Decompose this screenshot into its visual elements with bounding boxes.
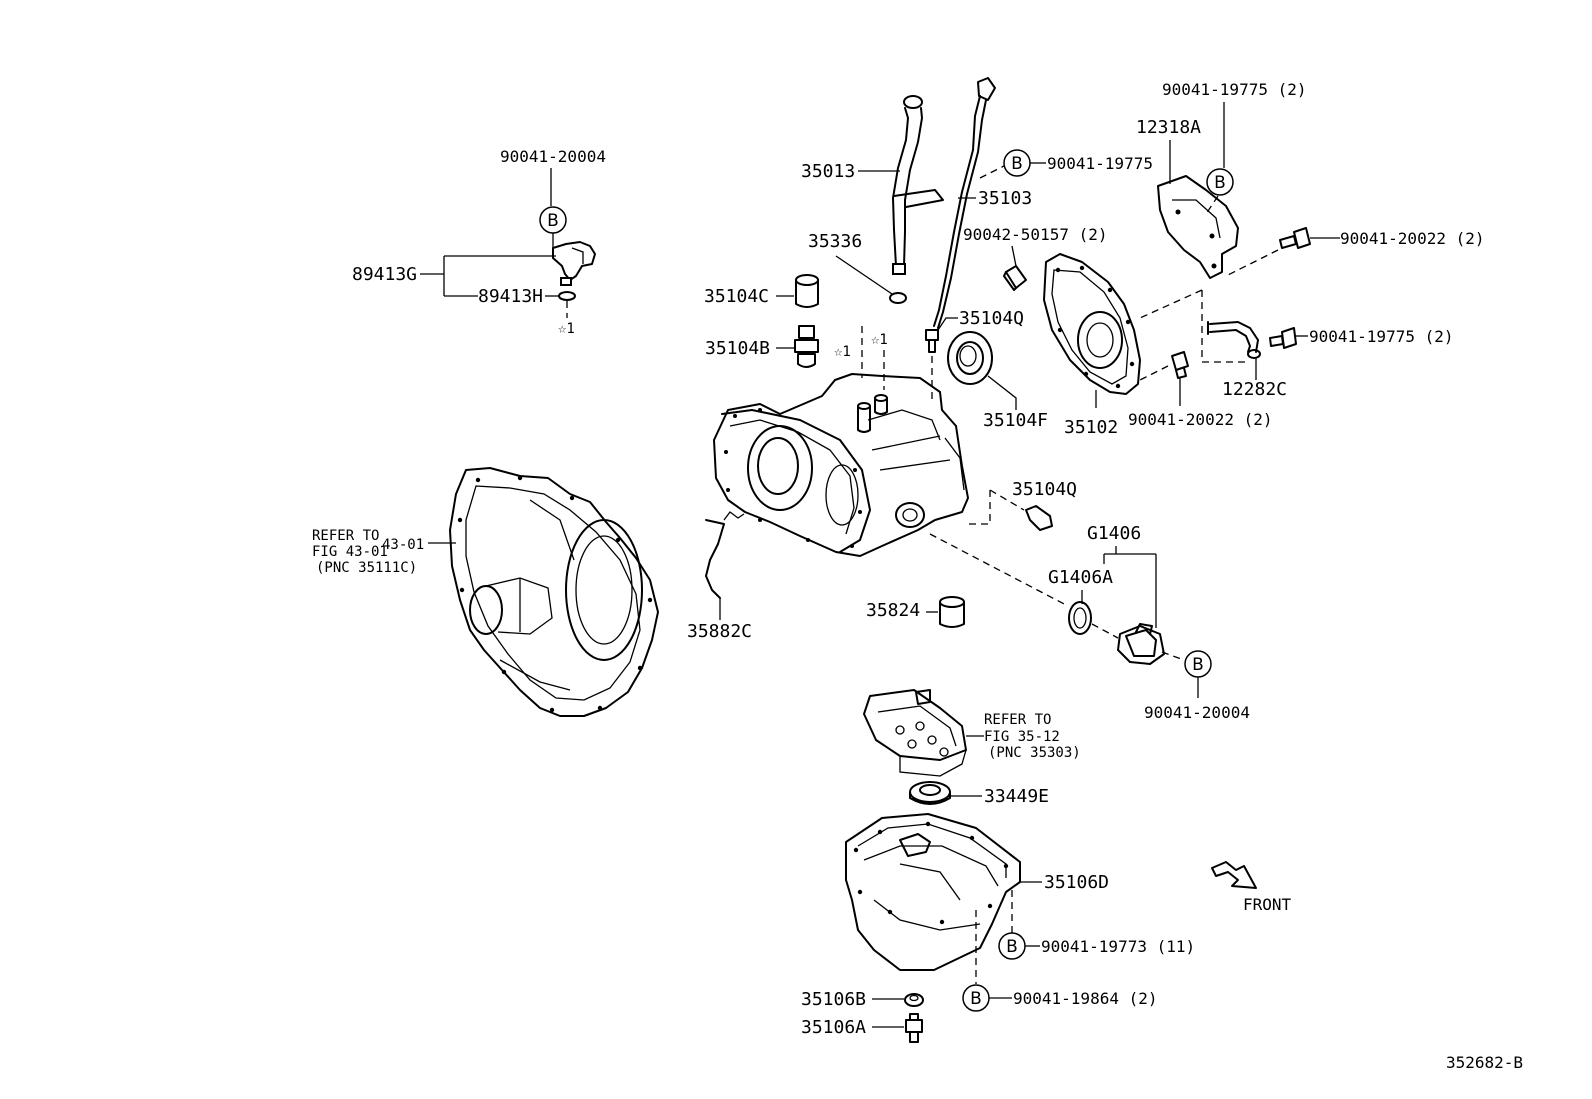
svg-text:B: B	[1192, 655, 1204, 675]
wire-35882c	[705, 511, 745, 599]
pipe-12282c	[1207, 321, 1261, 359]
bolt-35104q-top	[925, 329, 939, 353]
dipstick-35103	[933, 77, 996, 329]
bolt-90041-19775-right	[1269, 327, 1297, 349]
label-90041-19773: 90041-19773 (11)	[1041, 937, 1195, 956]
bolt-90041-20022-bot	[1171, 351, 1189, 379]
label-35106a: 35106A	[801, 1017, 866, 1038]
oil-strainer	[863, 689, 967, 777]
label-89413g: 89413G	[352, 264, 417, 285]
oil-seal-35104f	[947, 331, 993, 385]
plug-35104b	[794, 325, 819, 368]
label-front: FRONT	[1243, 895, 1292, 914]
label-35824: 35824	[866, 600, 920, 621]
oil-pan-35106d	[845, 813, 1021, 971]
bracket-12318a	[1157, 175, 1239, 279]
front-arrow-icon	[1211, 861, 1257, 889]
refer-fig-number-left: 43-01	[382, 537, 424, 553]
label-35102: 35102	[1064, 417, 1118, 438]
bubble-b-dipstick: B	[1003, 149, 1031, 177]
gasket-33449e	[909, 781, 951, 805]
label-35013: 35013	[801, 161, 855, 182]
refer-to-line3-left: (PNC 35111C)	[316, 560, 417, 576]
refer-to-line3-right: (PNC 35303)	[988, 745, 1081, 761]
bubble-b-pan-plug: B	[962, 984, 990, 1012]
bubble-b-bracket: B	[1206, 168, 1234, 196]
o-ring-g1406a	[1068, 601, 1092, 635]
label-star1-case-b: ☆1	[871, 332, 888, 348]
label-35104b: 35104B	[705, 338, 770, 359]
refer-to-line1-left: REFER TO	[312, 528, 379, 544]
label-35104q-top: 35104Q	[959, 308, 1024, 329]
label-90041-20022-bot: 90041-20022 (2)	[1128, 410, 1273, 429]
label-33449e: 33449E	[984, 786, 1049, 807]
dipstick-tube-35013	[892, 95, 944, 275]
label-35882c: 35882C	[687, 621, 752, 642]
label-90041-20004-bot: 90041-20004	[1144, 703, 1250, 722]
label-12282c: 12282C	[1222, 379, 1287, 400]
refer-to-line1-right: REFER TO	[984, 712, 1051, 728]
label-89413h: 89413H	[478, 286, 543, 307]
label-35336: 35336	[808, 231, 862, 252]
label-35104f: 35104F	[983, 410, 1048, 431]
label-35106d: 35106D	[1044, 872, 1109, 893]
label-12318a: 12318A	[1136, 117, 1201, 138]
svg-text:B: B	[970, 989, 982, 1009]
bubble-b-pan-bolts: B	[998, 932, 1026, 960]
refer-to-line2-left: FIG 43-01	[312, 544, 388, 560]
diagram-id: 352682-B	[1446, 1053, 1523, 1072]
converter-housing	[449, 467, 659, 717]
svg-text:B: B	[547, 211, 559, 231]
bubble-b-g1406: B	[1184, 650, 1212, 678]
label-90041-20004-top: 90041-20004	[500, 147, 606, 166]
side-cover-35102	[1043, 253, 1141, 395]
sleeve-35824	[939, 596, 965, 628]
label-35106b: 35106B	[801, 989, 866, 1010]
o-ring-35336	[889, 292, 907, 304]
label-g1406: G1406	[1087, 523, 1141, 544]
label-90042-50157: 90042-50157 (2)	[963, 225, 1108, 244]
gasket-35106b	[904, 993, 924, 1007]
refer-to-line2-right: FIG 35-12	[984, 729, 1060, 745]
label-35104q-mid: 35104Q	[1012, 479, 1077, 500]
label-g1406a: G1406A	[1048, 567, 1113, 588]
label-90041-20022-top: 90041-20022 (2)	[1340, 229, 1485, 248]
label-90041-19775-mid: 90041-19775	[1047, 154, 1153, 173]
label-90041-19775-top: 90041-19775 (2)	[1162, 80, 1307, 99]
plug-90042-50157	[1003, 265, 1027, 291]
sensor-89413g	[552, 241, 596, 318]
bubble-b-sensor: B	[539, 206, 567, 234]
sensor-g1406	[1117, 623, 1165, 665]
bolt-90041-20022-top	[1279, 227, 1311, 249]
svg-text:B: B	[1011, 154, 1023, 174]
drain-plug-35106a	[905, 1013, 923, 1043]
label-star1-sensor: ☆1	[558, 321, 575, 337]
svg-text:B: B	[1214, 173, 1226, 193]
svg-text:B: B	[1006, 937, 1018, 957]
label-star1-case-a: ☆1	[834, 344, 851, 360]
label-35103: 35103	[978, 188, 1032, 209]
sleeve-35104c	[795, 274, 819, 308]
label-90041-19864: 90041-19864 (2)	[1013, 989, 1158, 1008]
bolt-35104q-mid	[1025, 505, 1053, 531]
label-90041-19775-right: 90041-19775 (2)	[1309, 327, 1454, 346]
transaxle-case-main	[713, 373, 969, 557]
label-35104c: 35104C	[704, 286, 769, 307]
